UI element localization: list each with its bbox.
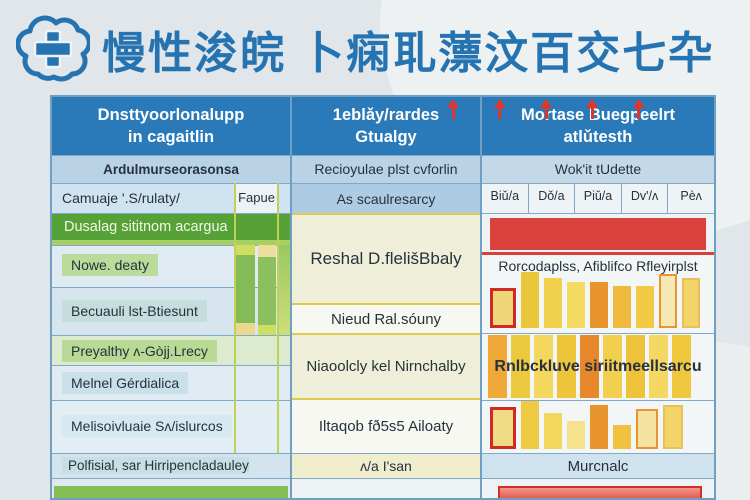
bar-chart	[490, 270, 708, 328]
right-bar-section-3	[482, 400, 714, 453]
bar	[490, 288, 516, 328]
bar	[649, 335, 668, 398]
header-col3-line2: atlǔtesth	[563, 128, 633, 147]
bar-section-1-label: Rorcodaplss, Afiblifco Rfleyirplst	[498, 258, 698, 274]
bar	[521, 401, 539, 449]
middle-cell: Iltaqob fð5s5 Ailoaty	[292, 400, 480, 453]
left-subheader: Ardulmurseorasonsa renaolusspctilriom	[52, 155, 290, 183]
bar	[672, 335, 691, 398]
red-level-bar	[490, 218, 706, 250]
mini-header-cell: Biǔ/a	[490, 189, 520, 203]
middle-assessment-cell: As scaulresarcy	[292, 183, 480, 213]
bar	[636, 286, 654, 328]
header-col3-line1: Mortase Buegpeelrt	[520, 106, 676, 124]
bar	[490, 407, 516, 449]
right-subheader: Wok'it tUdette	[482, 155, 714, 183]
up-arrow-icon	[569, 99, 615, 119]
bar	[659, 274, 677, 328]
fapue-guide-line	[277, 183, 279, 453]
right-mini-header-row: Biǔ/a Dǒ/a Piǔ/a Dv'/ʌ Pèʌ	[482, 183, 714, 213]
bar	[511, 335, 530, 398]
mini-header-cell: Piǔ/a	[574, 184, 621, 213]
comparison-table: Dnsttyoorlonalupp in cagaitlin 1eblǎy/ra…	[50, 95, 716, 500]
bar	[567, 282, 585, 328]
up-arrow-icon	[476, 99, 522, 119]
left-item-label: Preyalthy ʌ-Gòjj.Lrecy	[62, 340, 217, 362]
left-item-label: Melisoivluaie Sʌ/islurcos	[62, 415, 232, 437]
middle-subheader: Recioyulae plst cvforlin	[292, 155, 480, 183]
bar	[663, 405, 683, 449]
stripe-chart	[488, 335, 708, 399]
page-title: 慢性浚皖 卜痫耴薸汶百交七卆	[102, 29, 715, 78]
middle-cell: ʌ/a I'san	[292, 453, 480, 478]
left-footer-row: Polfisial, sar Hirripencladauley scernah	[52, 453, 290, 478]
bar-chart	[490, 401, 708, 449]
bar	[567, 421, 585, 449]
header-col1-line2: in cagaitlin	[127, 128, 215, 147]
left-row-camuaje: Camuaje '.S/rulaty/ Fapue	[52, 183, 290, 213]
column-divider	[480, 97, 482, 498]
up-arrow-icon	[523, 99, 569, 119]
mini-header-cell: Dǒ/a	[527, 184, 575, 213]
bar	[544, 413, 562, 449]
up-arrow-icon	[430, 99, 476, 119]
left-footer-label: Polfisial, sar Hirripencladauley scernah	[52, 457, 249, 478]
bar	[682, 278, 700, 328]
right-bar-section-2: Rnlbckluve siriitmeellsarcu	[482, 333, 714, 400]
green-row-label: Dusalag sititnom acargua	[64, 219, 228, 235]
bar	[580, 335, 599, 398]
fapue-strip	[278, 245, 290, 335]
header-col2-line1: 1eblǎy/rardes	[332, 106, 440, 124]
mini-header-cell: Dv'/ʌ	[620, 184, 668, 213]
column-divider	[290, 97, 292, 498]
middle-cell: Nieud Ral.sóuny	[292, 305, 480, 333]
mini-header-cell: Pèʌ	[667, 184, 714, 213]
right-red-bar-row	[482, 213, 714, 255]
header-col2-line2: Gtualgy	[355, 128, 417, 147]
red-progress-bar	[498, 486, 702, 498]
fapue-guide-line	[234, 183, 236, 453]
middle-bottom-row	[292, 478, 480, 498]
fapue-strip	[236, 245, 255, 335]
bar	[544, 278, 562, 328]
fapue-strip	[258, 245, 276, 335]
right-bottom-row	[482, 478, 714, 498]
bar-section-2-label: Rnlbckluve siriitmeellsarcu	[494, 358, 702, 375]
left-item-row: Melnel Gérdialica	[52, 365, 290, 400]
middle-cell: Niaoolcly kel Nirnchalby	[292, 333, 480, 400]
fapue-subcolumn-header: Fapue	[234, 184, 279, 213]
camuaje-label: Camuaje '.S/rulaty/	[62, 190, 180, 206]
right-bar-section-1: Rorcodaplss, Afiblifco Rfleyirplst	[482, 255, 714, 333]
left-green-row: Dusalag sititnom acargua	[52, 213, 290, 245]
middle-cell: Reshal D.flelišBbaly	[292, 213, 480, 305]
left-item-label: Melnel Gérdialica	[62, 372, 189, 394]
bar	[590, 405, 608, 449]
header-col1-line1: Dnsttyoorlonalupp	[97, 106, 245, 124]
cloud-medical-cross-icon	[16, 15, 90, 82]
bar	[626, 335, 645, 398]
left-bottom-row	[52, 478, 290, 498]
bar	[534, 335, 553, 398]
bar	[488, 335, 507, 398]
page-header: 慢性浚皖 卜痫耴薸汶百交七卆	[16, 14, 714, 84]
bar	[636, 409, 658, 449]
trend-arrows	[430, 99, 662, 119]
up-arrow-icon	[616, 99, 662, 119]
right-footer-cell: Murcnalc	[482, 453, 714, 478]
bar	[557, 335, 576, 398]
bar	[613, 286, 631, 328]
left-item-row: Preyalthy ʌ-Gòjj.Lrecy	[52, 335, 290, 365]
header-col1: Dnsttyoorlonalupp in cagaitlin	[52, 97, 290, 155]
bar	[603, 335, 622, 398]
left-item-label: Nowe. deaty	[62, 254, 158, 276]
bar	[590, 282, 608, 328]
left-item-row: Melisoivluaie Sʌ/islurcos	[52, 400, 290, 453]
bar	[613, 425, 631, 449]
bar	[521, 272, 539, 328]
left-item-label: Becuauli lst-Btiesunt	[62, 300, 207, 322]
green-progress-bar	[54, 486, 288, 498]
